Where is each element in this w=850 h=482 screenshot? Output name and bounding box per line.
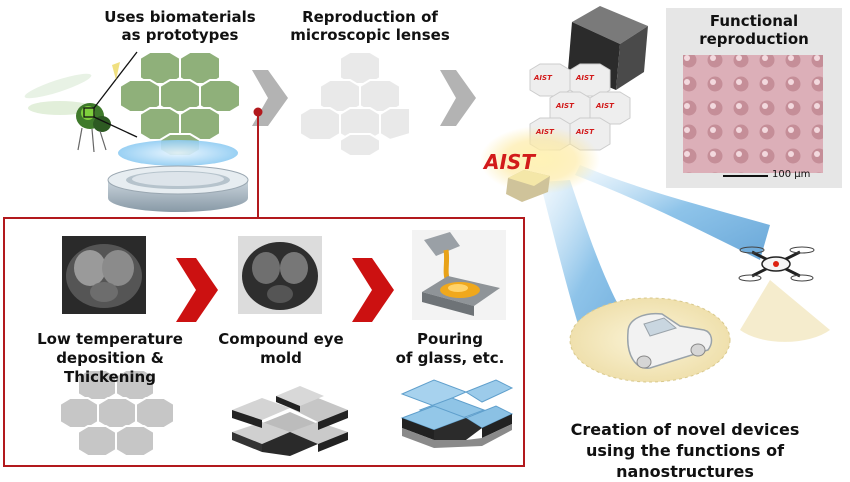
applications-caption: Creation of novel devices using the func… (522, 419, 848, 482)
step-title-reproduction: Reproduction of microscopic lenses (270, 8, 470, 44)
aist-logo: AIST (556, 102, 574, 110)
process-step-mold: Compound eye mold (196, 330, 366, 368)
hex-pattern-glass (400, 379, 514, 448)
applications-caption-line1: Creation of novel devices (570, 420, 800, 439)
step-title-reproduction-line1: Reproduction of (302, 8, 438, 26)
red-arrow-2 (352, 258, 394, 322)
scale-bar-label: 100 μm (772, 169, 811, 180)
process-step-mold-line1: Compound eye (218, 330, 344, 348)
step-title-functional-line1: Functional (709, 12, 799, 30)
light-beam-right (575, 165, 770, 260)
process-step-pouring-line2: of glass, etc. (395, 349, 505, 367)
process-step-deposition-line1: Low temperature (37, 330, 183, 348)
aist-logo-large: AIST (484, 150, 535, 174)
step-title-biomaterials: Uses biomaterials as prototypes (80, 8, 280, 44)
microscope-image (683, 55, 823, 173)
step-title-biomaterials-line1: Uses biomaterials (104, 8, 256, 26)
mold-photo (238, 236, 322, 314)
step-title-reproduction-line2: microscopic lenses (290, 26, 450, 44)
process-step-pouring-line1: Pouring (417, 330, 483, 348)
process-step-mold-line2: mold (260, 349, 302, 367)
drone-icon (738, 246, 815, 282)
hex-pattern-mold (232, 386, 348, 456)
diagram-canvas (3, 6, 842, 467)
green-lens-array (119, 51, 241, 157)
aist-logo: AIST (576, 128, 594, 136)
process-panel (3, 217, 525, 467)
sample-stage (107, 165, 249, 212)
process-step-deposition-line2: deposition & Thickening (56, 349, 164, 386)
hex-pattern-flat (59, 369, 175, 457)
process-step-pouring: Pouring of glass, etc. (380, 330, 520, 368)
fly-head-photo (62, 236, 146, 314)
step-title-functional-line2: reproduction (699, 30, 809, 48)
pouring-photo (412, 230, 506, 320)
drone-cone (740, 280, 830, 342)
applications-caption-line2: using the functions of nanostructures (585, 441, 785, 481)
arrow-2 (440, 70, 476, 126)
process-step-deposition: Low temperature deposition & Thickening (10, 330, 210, 387)
aist-logo: AIST (534, 74, 552, 82)
car-icon (627, 312, 713, 369)
aist-logo: AIST (536, 128, 554, 136)
connector-dot (253, 107, 263, 117)
aist-logo: AIST (596, 102, 614, 110)
fly-icon (24, 51, 138, 153)
red-arrow-1 (176, 258, 218, 322)
step-title-biomaterials-line2: as prototypes (121, 26, 239, 44)
step-title-functional: Functional reproduction (666, 12, 842, 48)
glowing-lens (506, 170, 550, 202)
gray-lens-array (299, 51, 411, 157)
aist-logo: AIST (576, 74, 594, 82)
